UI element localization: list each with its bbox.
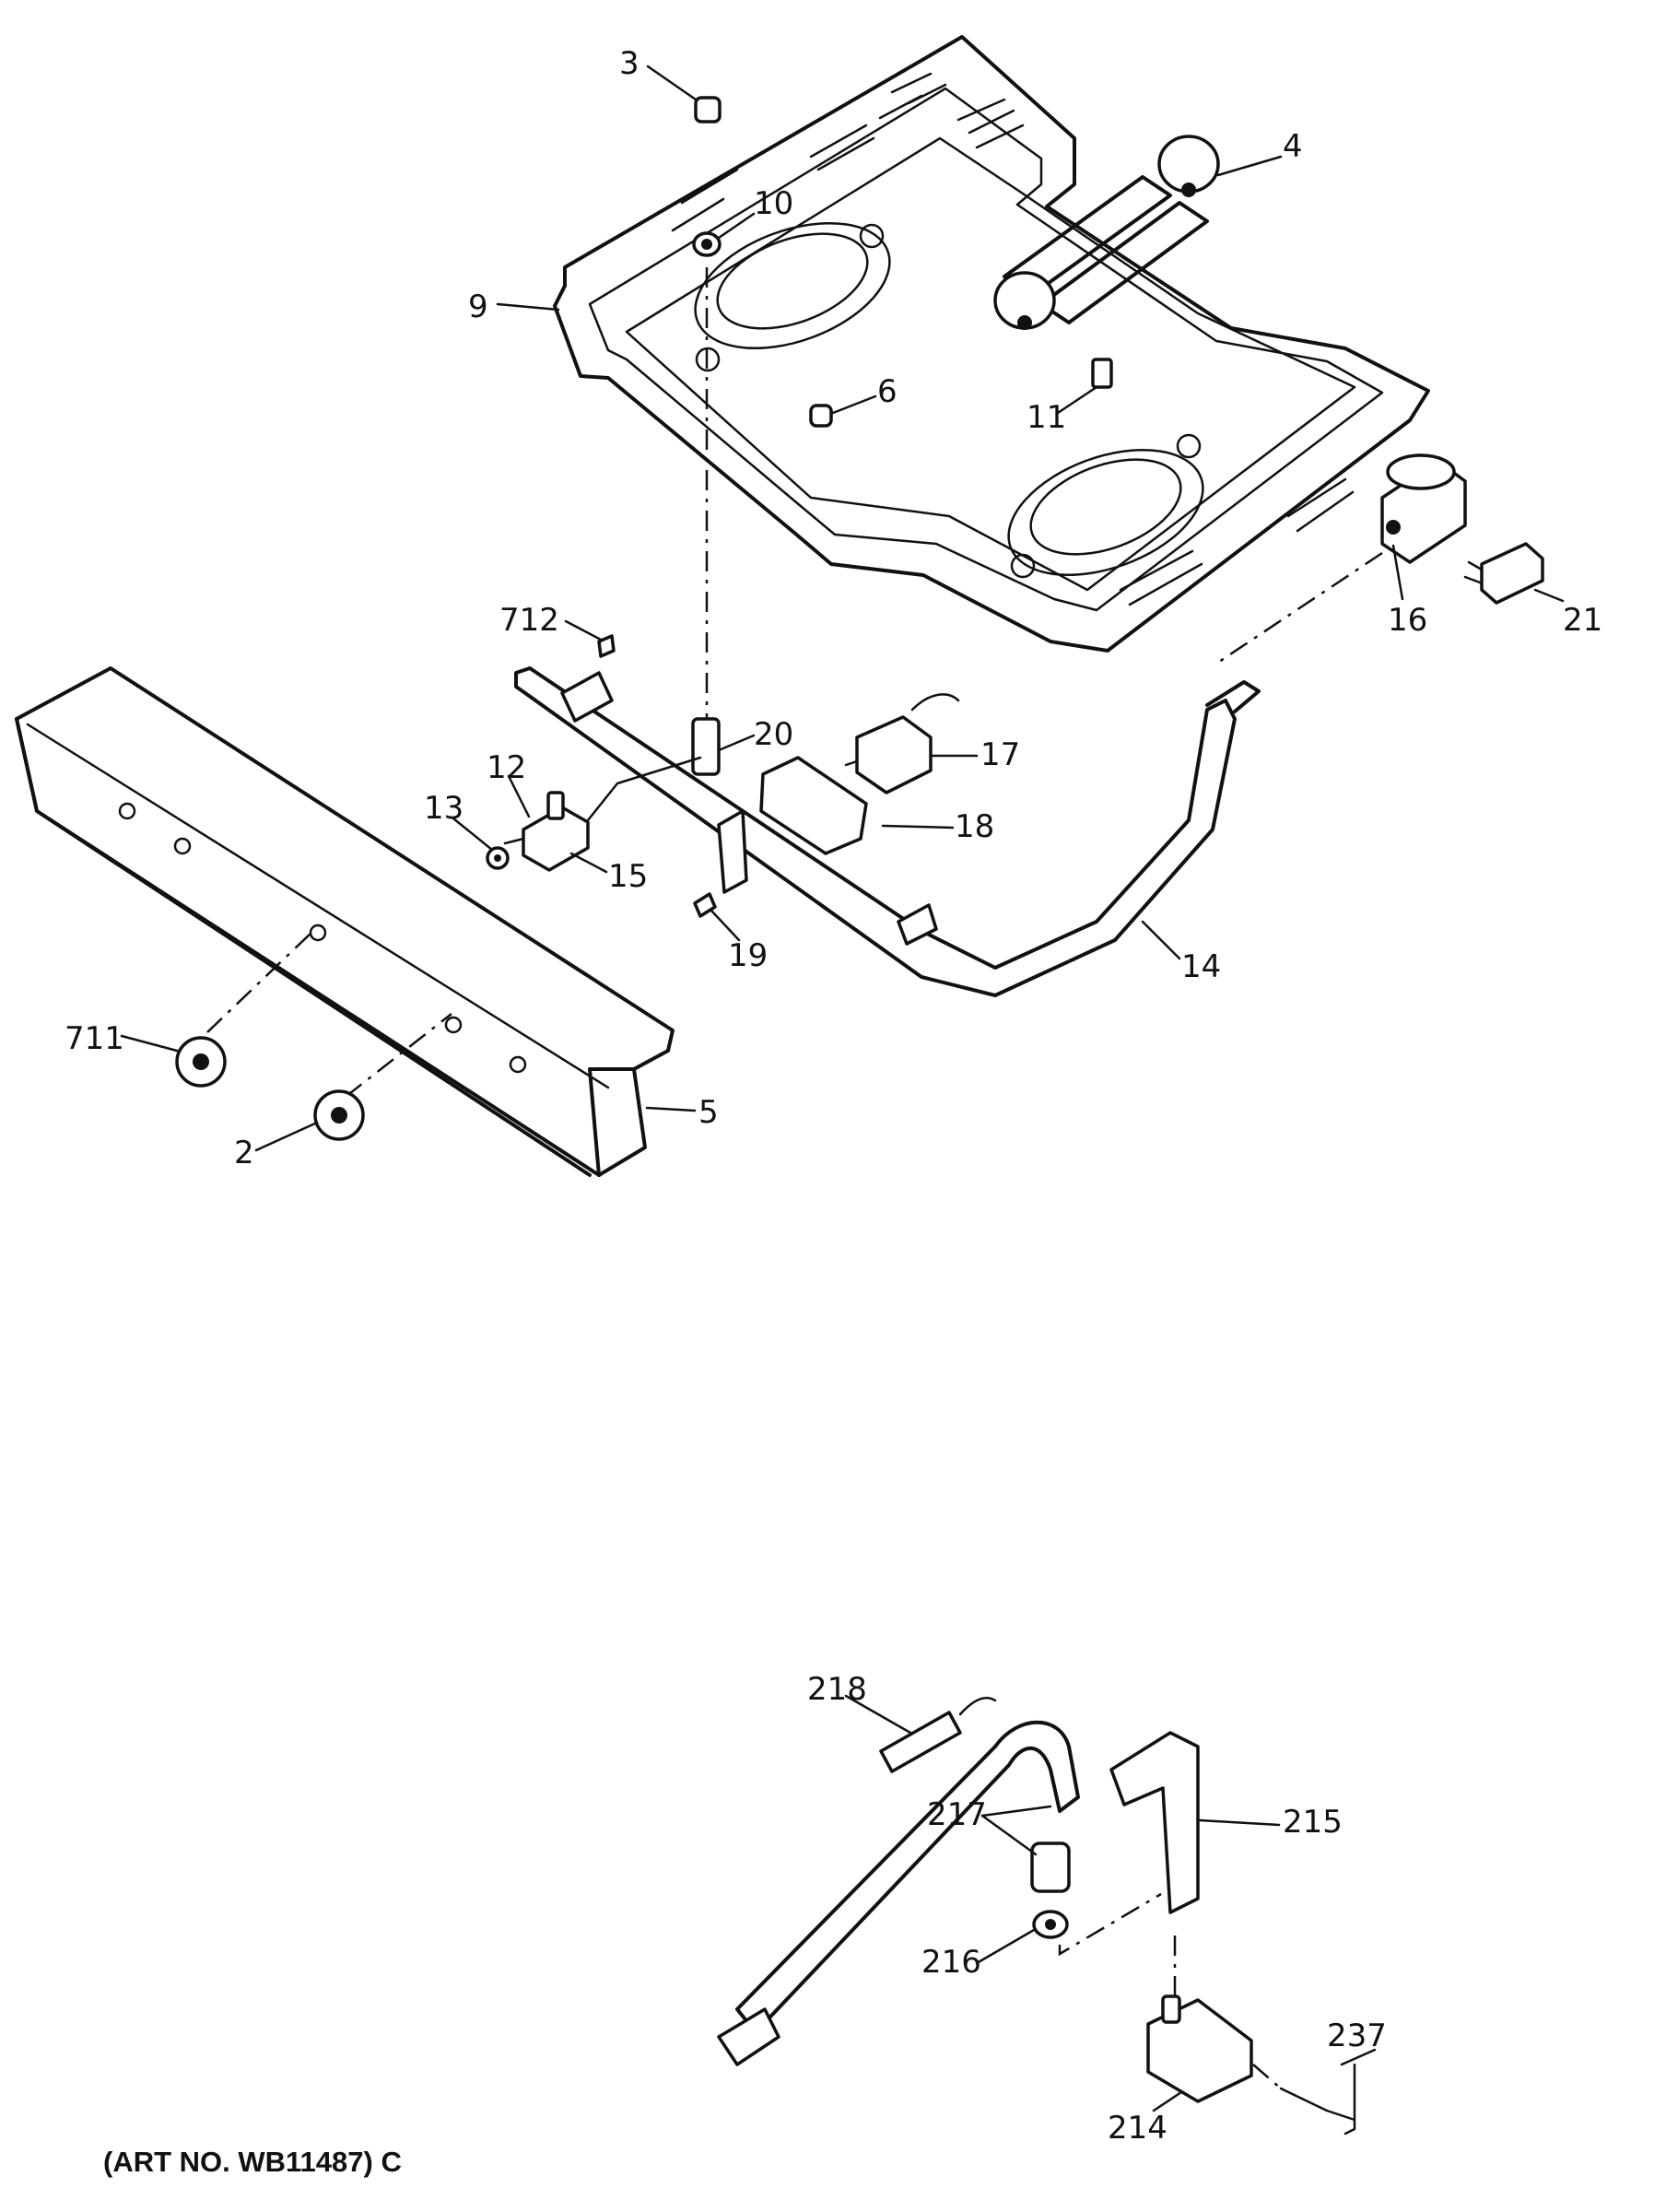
part-214-valve <box>1146 1994 1253 2103</box>
callout-4: 4 <box>1283 128 1303 165</box>
callout-237: 237 <box>1327 2018 1387 2054</box>
part-10-grommet <box>692 231 722 257</box>
part-11-clip <box>1091 358 1113 389</box>
knob-711 <box>175 1036 227 1088</box>
callout-216: 216 <box>921 1944 981 1981</box>
callout-6: 6 <box>877 373 898 410</box>
control-panel-5 <box>15 666 675 1177</box>
callout-13: 13 <box>424 790 463 827</box>
callout-214: 214 <box>1108 2110 1167 2147</box>
guide-line-knob-2 <box>345 1013 452 1098</box>
callout-17: 17 <box>980 736 1020 773</box>
part-237-wire <box>1279 2063 1356 2136</box>
leader-lines <box>120 65 1565 2112</box>
art-number: (ART NO. WB11487) C <box>103 2146 402 2178</box>
tray-slots <box>671 72 1355 606</box>
callout-3: 3 <box>619 45 639 82</box>
manifold-pipe-14 <box>514 666 1261 997</box>
burner-tray <box>553 35 1430 653</box>
part-17-solenoid <box>844 693 960 794</box>
part-217-clip <box>1030 1841 1071 1893</box>
guide-line-knob-711 <box>206 930 314 1033</box>
part-218-igniter <box>879 1697 997 1773</box>
callout-15: 15 <box>608 858 648 895</box>
callout-217: 217 <box>927 1796 987 1833</box>
callout-2: 2 <box>234 1135 254 1171</box>
callout-labels: 3 10 4 9 6 11 712 20 17 12 13 15 18 19 1… <box>65 45 1602 2147</box>
callout-712: 712 <box>499 602 559 639</box>
part-18-bracket <box>759 756 868 855</box>
callout-11: 11 <box>1027 399 1066 436</box>
callout-218: 218 <box>807 1671 867 1708</box>
part-215-bracket <box>1109 1731 1200 1914</box>
part-20-orifice <box>691 717 721 776</box>
manifold-brackets <box>560 671 938 946</box>
part-16-regulator <box>1380 453 1467 564</box>
oven-burner-tube <box>717 1720 1080 2066</box>
callout-711: 711 <box>65 1020 124 1057</box>
knob-2 <box>313 1089 365 1141</box>
tray-bump-right <box>1007 448 1204 577</box>
part-712-screw <box>597 634 616 658</box>
callout-14: 14 <box>1181 948 1221 985</box>
callout-9: 9 <box>468 288 488 325</box>
part-216-nut <box>1032 1910 1069 1939</box>
part-19-screw <box>693 892 717 918</box>
top-burner-assembly <box>993 135 1220 330</box>
part-6-grommet <box>809 404 833 428</box>
callout-18: 18 <box>955 808 994 845</box>
callout-10: 10 <box>754 185 793 222</box>
callout-19: 19 <box>728 937 768 974</box>
part-15-valve <box>503 756 702 872</box>
callout-21: 21 <box>1563 602 1602 639</box>
callout-12: 12 <box>487 749 526 786</box>
callout-16: 16 <box>1388 602 1427 639</box>
callout-20: 20 <box>754 716 793 753</box>
tray-bump-left <box>694 221 891 350</box>
guide-line-regulator <box>1215 551 1383 665</box>
callout-5: 5 <box>698 1094 719 1131</box>
guide-line-bottom <box>1058 1892 1282 2089</box>
callout-215: 215 <box>1283 1804 1343 1841</box>
part-13-nut <box>486 846 510 870</box>
part-21-switch <box>1463 542 1544 605</box>
part-3-grommet <box>694 96 722 124</box>
